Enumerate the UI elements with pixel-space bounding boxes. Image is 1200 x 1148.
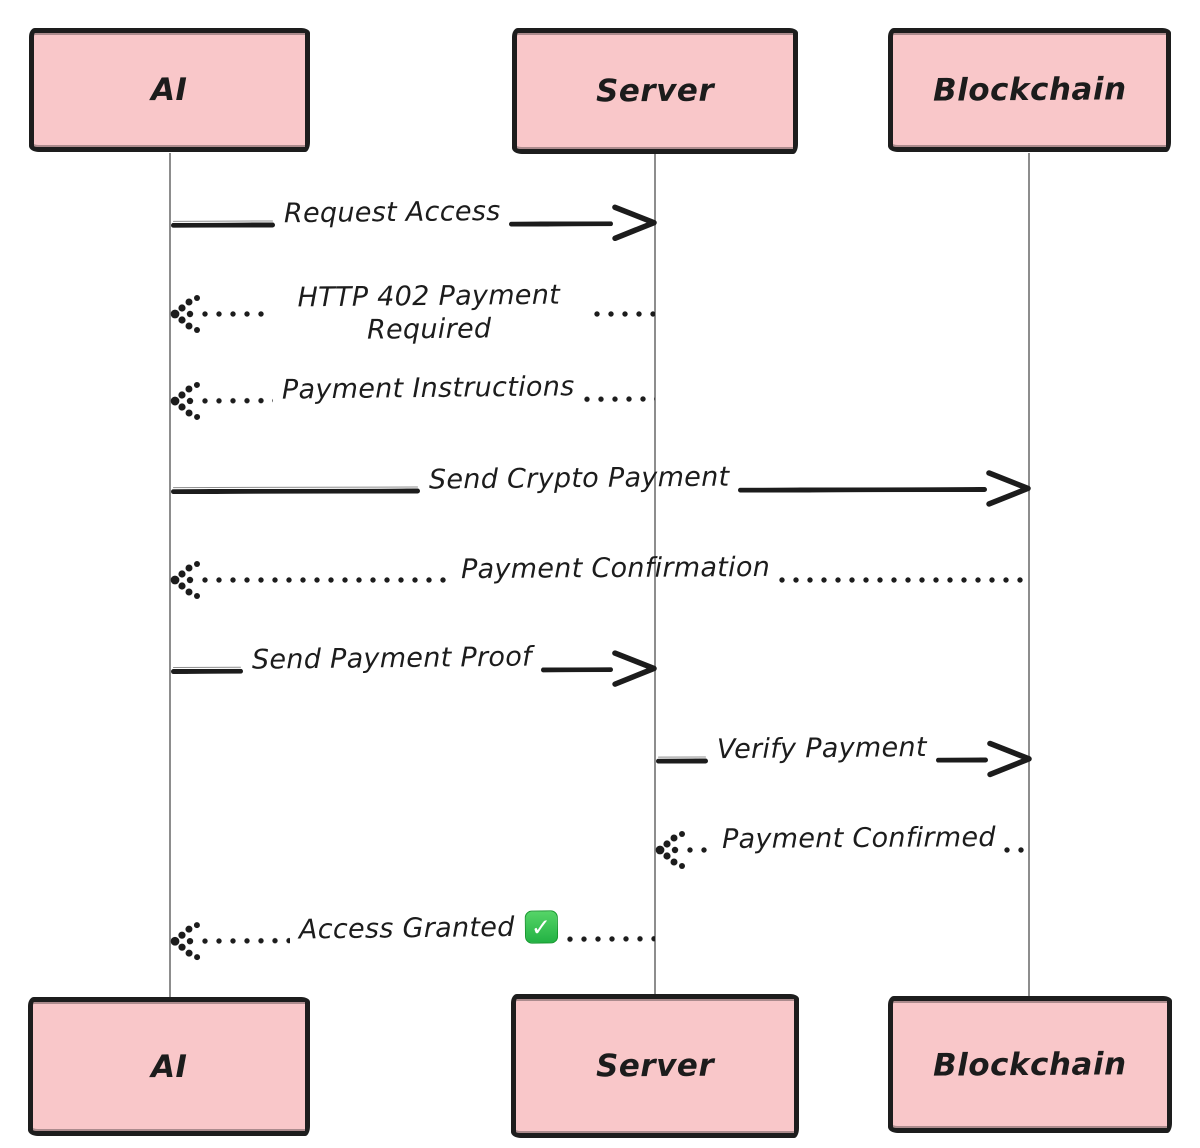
message-line bbox=[202, 577, 452, 583]
message-http-402-payment-required: HTTP 402 Payment Required bbox=[170, 262, 655, 366]
message-send-payment-proof: Send Payment Proof bbox=[170, 639, 658, 701]
message-send-crypto-payment: Send Crypto Payment bbox=[170, 459, 1032, 521]
solid-arrowhead-icon bbox=[983, 469, 1032, 509]
message-request-access: Request Access bbox=[170, 193, 658, 255]
message-line bbox=[202, 311, 264, 317]
solid-arrowhead-icon bbox=[984, 739, 1033, 779]
solid-arrowhead-icon bbox=[609, 203, 658, 243]
message-access-granted: Access Granted ✓ bbox=[170, 909, 656, 972]
message-label: Send Payment Proof bbox=[251, 641, 533, 676]
solid-arrowhead-icon bbox=[609, 649, 658, 689]
actor-blockchain-label: Blockchain bbox=[933, 1045, 1127, 1084]
message-line bbox=[509, 220, 614, 227]
lifeline-server bbox=[654, 153, 656, 997]
message-label: Payment Confirmed bbox=[721, 821, 996, 855]
message-line bbox=[655, 757, 709, 764]
message-label-text: Access Granted bbox=[298, 911, 515, 945]
message-line bbox=[170, 668, 244, 674]
actor-ai-top: AI bbox=[29, 28, 310, 152]
actor-blockchain-bottom: Blockchain bbox=[888, 996, 1172, 1133]
dotted-arrowhead-icon bbox=[170, 561, 200, 599]
message-line bbox=[170, 487, 420, 494]
message-line bbox=[779, 577, 1030, 583]
message-line bbox=[540, 666, 614, 672]
message-line bbox=[583, 395, 656, 403]
dotted-arrowhead-icon bbox=[170, 922, 201, 961]
message-line bbox=[687, 847, 713, 853]
message-line bbox=[201, 937, 291, 945]
check-emoji: ✓ bbox=[524, 909, 558, 944]
actor-ai-bottom: AI bbox=[28, 997, 310, 1136]
message-label: Send Crypto Payment bbox=[428, 461, 730, 495]
message-line bbox=[170, 221, 275, 228]
lifeline-blockchain bbox=[1028, 153, 1030, 997]
actor-ai-label: AI bbox=[151, 71, 188, 109]
message-line bbox=[1004, 847, 1030, 853]
lifeline-ai bbox=[169, 153, 171, 997]
message-label: Access Granted ✓ bbox=[290, 909, 567, 946]
message-verify-payment: Verify Payment bbox=[655, 729, 1033, 790]
message-payment-instructions: Payment Instructions bbox=[170, 369, 656, 431]
actor-ai-label: AI bbox=[150, 1048, 188, 1085]
actor-server-bottom: Server bbox=[511, 994, 799, 1138]
message-label: Request Access bbox=[283, 195, 501, 229]
message-label: Verify Payment bbox=[716, 731, 928, 765]
message-payment-confirmation: Payment Confirmation bbox=[170, 550, 1030, 610]
actor-server-top: Server bbox=[512, 28, 798, 154]
actor-blockchain-label: Blockchain bbox=[932, 71, 1127, 109]
message-line bbox=[738, 486, 988, 493]
message-label: Payment Instructions bbox=[281, 370, 575, 406]
message-line bbox=[593, 311, 655, 317]
actor-blockchain-top: Blockchain bbox=[888, 28, 1171, 152]
message-payment-confirmed: Payment Confirmed bbox=[655, 820, 1030, 880]
message-label: HTTP 402 Payment Required bbox=[296, 279, 560, 346]
message-line bbox=[566, 935, 656, 943]
message-label: Payment Confirmation bbox=[460, 551, 771, 585]
dotted-arrowhead-icon bbox=[170, 295, 200, 333]
dotted-arrowhead-icon bbox=[170, 381, 201, 421]
actor-server-label: Server bbox=[595, 72, 715, 110]
message-line bbox=[935, 756, 989, 763]
actor-server-label: Server bbox=[595, 1047, 715, 1085]
message-line bbox=[201, 397, 274, 404]
dotted-arrowhead-icon bbox=[655, 831, 685, 869]
